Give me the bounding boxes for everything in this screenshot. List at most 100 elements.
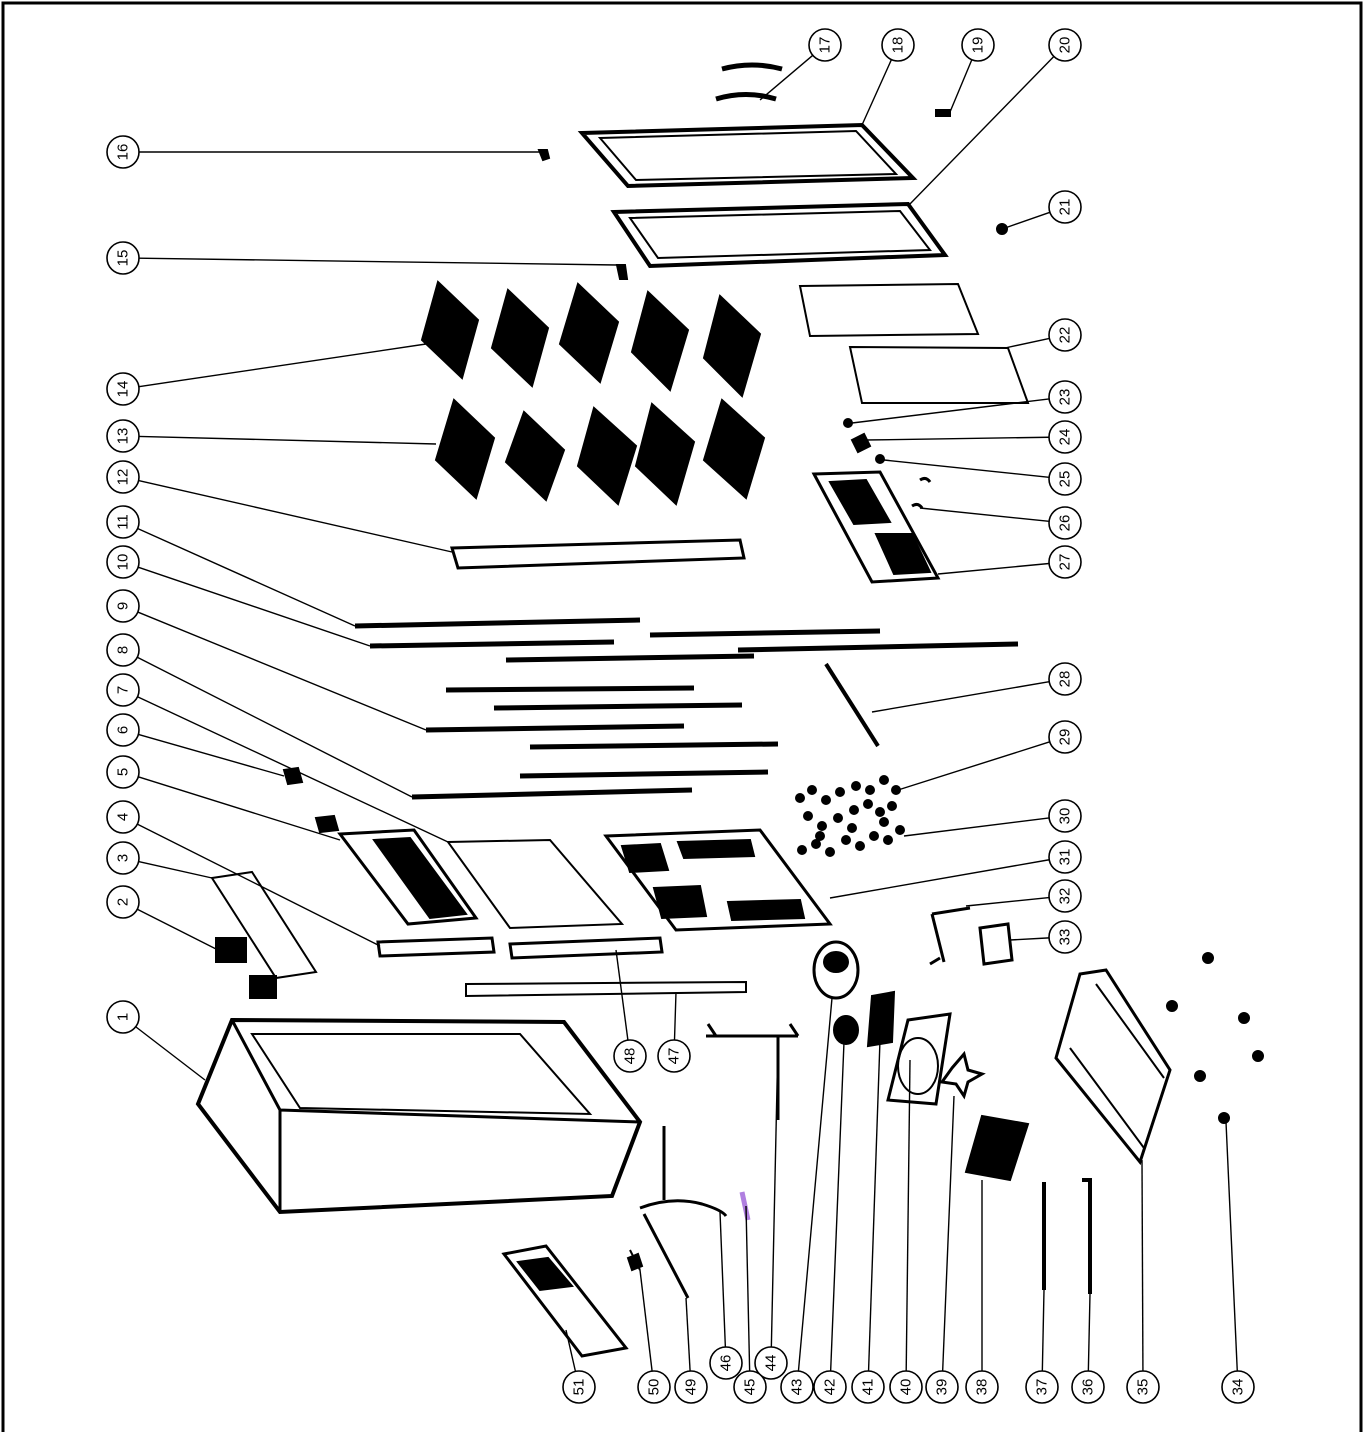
callout-circle-2 bbox=[106, 885, 140, 919]
leader-line-40 bbox=[905, 1059, 911, 1372]
callout-circle-30 bbox=[1048, 799, 1082, 833]
part-7 bbox=[446, 838, 625, 930]
callout-circle-6 bbox=[106, 713, 140, 747]
part-23 bbox=[843, 418, 853, 428]
leader-line-3 bbox=[138, 860, 213, 879]
callout-circle-51 bbox=[562, 1370, 596, 1404]
leader-line-11 bbox=[137, 527, 356, 627]
part-25 bbox=[875, 454, 885, 464]
part-28 bbox=[824, 662, 880, 748]
callout-number-50: 50 bbox=[646, 1379, 663, 1396]
part-34 bbox=[1166, 952, 1264, 1124]
callout-circle-31 bbox=[1048, 840, 1082, 874]
callout-number-26: 26 bbox=[1057, 515, 1074, 532]
leader-line-23 bbox=[851, 398, 1050, 424]
part-47 bbox=[465, 980, 747, 998]
callout-number-35: 35 bbox=[1135, 1379, 1152, 1396]
part-2b bbox=[249, 975, 277, 999]
part-16 bbox=[537, 149, 551, 162]
callout-29: 29 bbox=[1048, 720, 1082, 754]
callout-42: 42 bbox=[813, 1370, 847, 1404]
leader-line-12 bbox=[138, 479, 453, 553]
leader-line-41 bbox=[867, 1039, 881, 1372]
callout-number-30: 30 bbox=[1057, 808, 1074, 825]
callout-number-28: 28 bbox=[1057, 671, 1074, 688]
leader-line-51 bbox=[565, 1329, 577, 1372]
callout-number-27: 27 bbox=[1057, 554, 1074, 571]
rods-9-11 bbox=[354, 617, 1019, 800]
leader-line-50 bbox=[639, 1269, 653, 1372]
callout-6: 6 bbox=[106, 713, 140, 747]
callout-circle-18 bbox=[881, 28, 915, 62]
callout-circle-34 bbox=[1221, 1370, 1255, 1404]
callout-number-21: 21 bbox=[1057, 199, 1074, 216]
leader-line-26 bbox=[919, 507, 1050, 523]
leader-line-5 bbox=[138, 776, 341, 841]
callout-number-40: 40 bbox=[898, 1379, 915, 1396]
callout-circle-32 bbox=[1048, 879, 1082, 913]
callout-circle-38 bbox=[965, 1370, 999, 1404]
callout-number-46: 46 bbox=[718, 1355, 735, 1372]
part-24 bbox=[850, 432, 872, 454]
callout-13: 13 bbox=[106, 419, 140, 453]
callout-24: 24 bbox=[1048, 420, 1082, 454]
callout-circle-21 bbox=[1048, 190, 1082, 224]
leader-line-10 bbox=[137, 566, 371, 647]
callout-35: 35 bbox=[1126, 1370, 1160, 1404]
callout-number-41: 41 bbox=[860, 1379, 877, 1396]
leader-line-24 bbox=[865, 436, 1050, 441]
part-3 bbox=[210, 870, 318, 980]
callout-38: 38 bbox=[965, 1370, 999, 1404]
callout-circle-49 bbox=[674, 1370, 708, 1404]
callout-circle-29 bbox=[1048, 720, 1082, 754]
callout-19: 19 bbox=[961, 28, 995, 62]
callout-number-47: 47 bbox=[666, 1048, 683, 1065]
part-31 bbox=[603, 828, 833, 932]
callout-number-8: 8 bbox=[115, 646, 132, 654]
part-27 bbox=[811, 470, 941, 584]
leader-line-33 bbox=[1009, 937, 1050, 941]
leader-line-9 bbox=[137, 611, 427, 731]
leader-line-18 bbox=[861, 59, 893, 126]
callout-number-3: 3 bbox=[115, 854, 132, 862]
part-21 bbox=[996, 223, 1008, 235]
part-38 bbox=[964, 1114, 1030, 1182]
callout-number-32: 32 bbox=[1057, 888, 1074, 905]
leader-line-6 bbox=[138, 733, 285, 777]
callout-41: 41 bbox=[851, 1370, 885, 1404]
part-14 bbox=[420, 280, 762, 398]
callout-number-20: 20 bbox=[1057, 37, 1074, 54]
callout-circle-4 bbox=[106, 800, 140, 834]
leader-line-36 bbox=[1087, 1293, 1091, 1372]
leader-line-28 bbox=[871, 681, 1050, 713]
callout-4: 4 bbox=[106, 800, 140, 834]
callout-45: 45 bbox=[733, 1370, 767, 1404]
callout-21: 21 bbox=[1048, 190, 1082, 224]
callout-18: 18 bbox=[881, 28, 915, 62]
leader-line-27 bbox=[937, 562, 1050, 575]
leader-line-21 bbox=[1004, 211, 1051, 229]
leader-line-32 bbox=[965, 896, 1050, 907]
callout-5: 5 bbox=[106, 755, 140, 789]
leader-line-37 bbox=[1041, 1289, 1045, 1372]
callout-30: 30 bbox=[1048, 799, 1082, 833]
callout-51: 51 bbox=[562, 1370, 596, 1404]
callout-circle-25 bbox=[1048, 462, 1082, 496]
callout-number-12: 12 bbox=[115, 469, 132, 486]
callout-34: 34 bbox=[1221, 1370, 1255, 1404]
part-17 bbox=[715, 62, 783, 102]
callout-circle-13 bbox=[106, 419, 140, 453]
callout-circle-26 bbox=[1048, 506, 1082, 540]
callout-37: 37 bbox=[1025, 1370, 1059, 1404]
callout-number-18: 18 bbox=[890, 37, 907, 54]
leader-line-43 bbox=[797, 997, 833, 1372]
callout-number-15: 15 bbox=[115, 250, 132, 267]
callout-26: 26 bbox=[1048, 506, 1082, 540]
leader-line-15 bbox=[138, 257, 618, 266]
callout-15: 15 bbox=[106, 241, 140, 275]
callout-circle-3 bbox=[106, 841, 140, 875]
callout-22: 22 bbox=[1048, 318, 1082, 352]
callout-number-29: 29 bbox=[1057, 729, 1074, 746]
